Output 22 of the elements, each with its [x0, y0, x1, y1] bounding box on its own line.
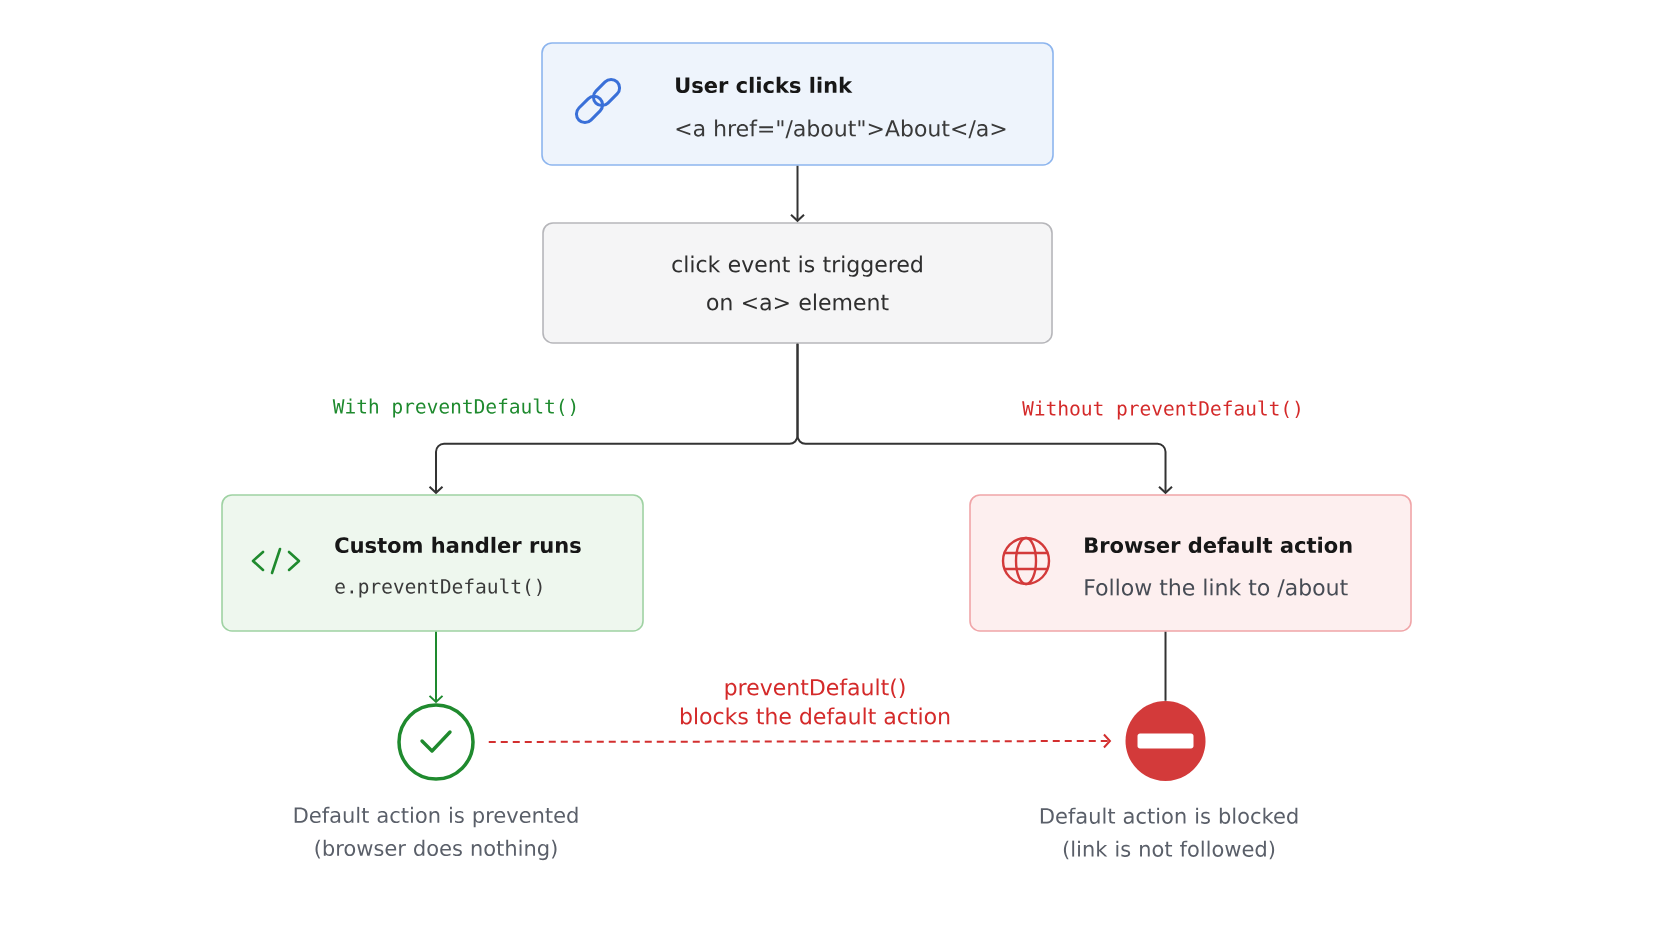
process-box [969, 494, 1412, 632]
node-label: Default action is prevented (browser does nothing) [294, 806, 578, 861]
code-snippet: e.preventDefault() [335, 578, 542, 598]
heading: Custom handler runs [335, 536, 581, 554]
node-label: Default action is blocked (link is not followed) [1040, 807, 1298, 860]
description: Follow the link to /about [1085, 578, 1348, 598]
check-circle [397, 703, 475, 781]
arrow [428, 630, 444, 704]
code-snippet: <a href="/about">About</a> [676, 119, 1006, 139]
connector [1164, 630, 1167, 702]
process-box: click event is triggered on <a> element [542, 222, 1053, 344]
no-entry-sign [1125, 701, 1206, 781]
edge-label: With preventDefault() [332, 398, 576, 418]
edge-label: Without preventDefault() [1022, 400, 1300, 420]
arrow [790, 164, 805, 223]
dashed-arrow [487, 733, 1112, 749]
arrow [796, 342, 1173, 495]
process-box [541, 42, 1054, 166]
edge-label: preventDefault() blocks the default action [681, 678, 950, 725]
heading: Browser default action [1085, 536, 1352, 554]
process-box [221, 494, 644, 632]
heading: User clicks link [676, 76, 853, 94]
